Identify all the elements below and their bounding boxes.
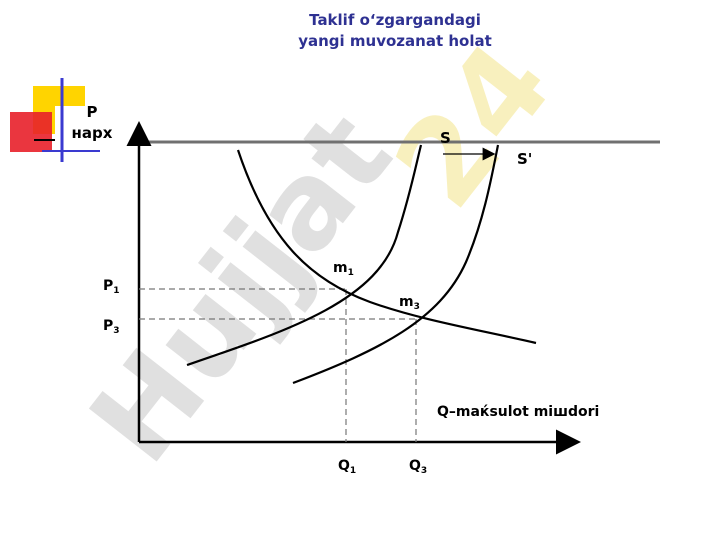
label-p1-sub: 1 bbox=[113, 286, 119, 296]
label-q1-letter: Q bbox=[338, 458, 350, 474]
supply-curve-s bbox=[186, 144, 423, 367]
label-q3-sub: 3 bbox=[421, 466, 427, 476]
deco-red-square bbox=[10, 112, 52, 152]
label-m1-letter: m bbox=[333, 260, 348, 276]
label-m1: m1 bbox=[333, 260, 354, 278]
label-q3: Q3 bbox=[409, 458, 427, 476]
y-axis-label: P нарх bbox=[62, 102, 122, 144]
title-line-2: yangi muvozanat holat bbox=[298, 32, 492, 50]
label-m1-sub: 1 bbox=[348, 268, 354, 278]
slide-title: Taklif o‘zgargandagi yangi muvozanat hol… bbox=[200, 10, 590, 52]
label-p3-letter: P bbox=[103, 318, 113, 334]
demand-curve bbox=[236, 149, 537, 345]
label-m3-sub: 3 bbox=[414, 302, 420, 312]
label-q3-letter: Q bbox=[409, 458, 421, 474]
label-q1: Q1 bbox=[338, 458, 356, 476]
label-s: S bbox=[440, 129, 451, 147]
label-p3-sub: 3 bbox=[113, 326, 119, 336]
label-p1-letter: P bbox=[103, 278, 113, 294]
y-axis-label-line-2: нарх bbox=[71, 124, 113, 142]
label-p3: P3 bbox=[103, 318, 120, 336]
label-m3-letter: m bbox=[399, 294, 414, 310]
supply-curve-s-prime bbox=[292, 144, 500, 385]
y-axis-label-line-1: P bbox=[86, 103, 98, 121]
label-p1: P1 bbox=[103, 278, 120, 296]
label-s-prime: S' bbox=[517, 150, 532, 168]
corner-decoration bbox=[10, 78, 100, 162]
label-m3: m3 bbox=[399, 294, 420, 312]
title-line-1: Taklif o‘zgargandagi bbox=[309, 11, 481, 29]
label-q1-sub: 1 bbox=[350, 466, 356, 476]
x-axis-label: Q–maќsulot miшdori bbox=[437, 404, 599, 420]
